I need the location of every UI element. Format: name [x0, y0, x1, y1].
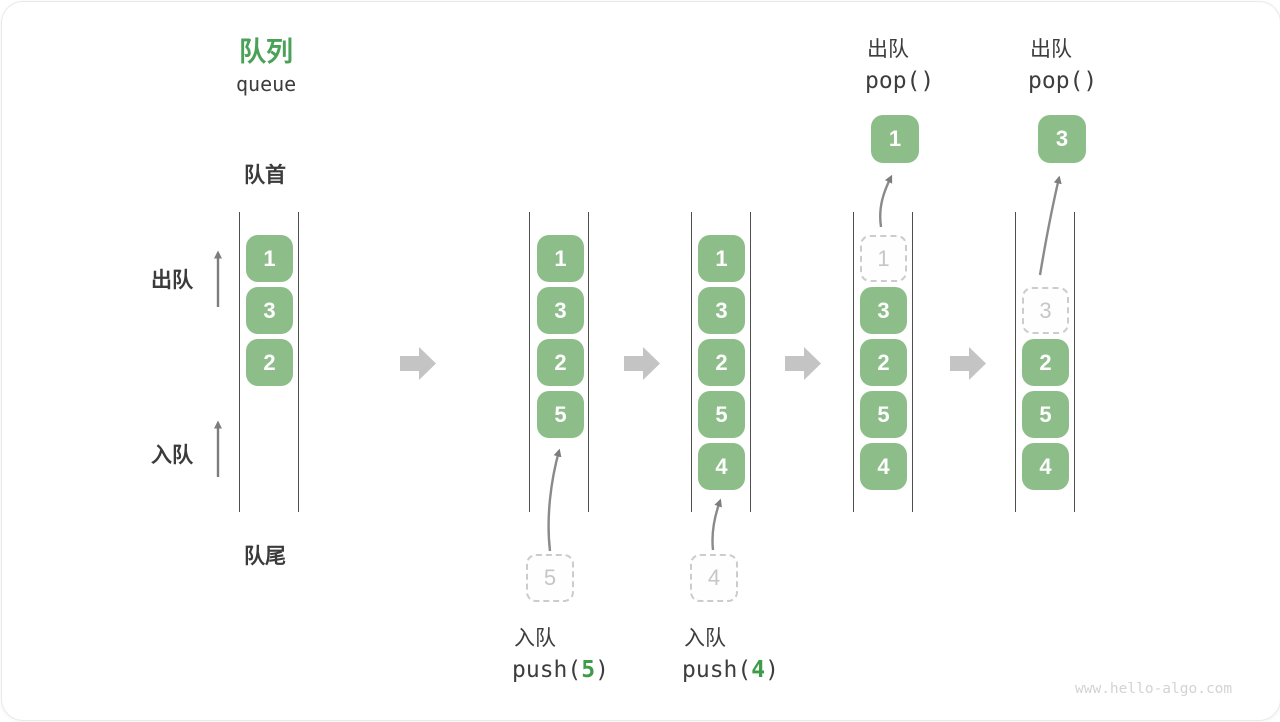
queue-element: 3	[860, 287, 907, 334]
page-subtitle: queue	[236, 72, 297, 96]
ghost-element: 1	[860, 235, 907, 282]
queue-element: 4	[1022, 443, 1069, 490]
queue-element: 2	[537, 339, 584, 386]
queue-element: 3	[537, 287, 584, 334]
site-watermark: www.hello-algo.com	[1075, 681, 1233, 697]
queue-element: 2	[860, 339, 907, 386]
queue-rear-label: 队尾	[244, 545, 286, 568]
pending-element: 5	[526, 554, 574, 602]
queue-channel-state5	[1015, 212, 1075, 512]
dequeue-op-label: 出队	[867, 38, 909, 61]
pop-code-label: pop()	[1028, 68, 1098, 94]
queue-channel-state4	[853, 212, 913, 512]
pending-element: 4	[690, 554, 738, 602]
queue-element: 5	[860, 391, 907, 438]
enqueue-op-label: 入队	[684, 627, 726, 650]
queue-front-label: 队首	[244, 164, 286, 187]
step-arrow-4	[950, 347, 986, 380]
code-arg: 5	[581, 657, 596, 683]
code-text: )	[765, 657, 779, 683]
queue-element: 5	[698, 391, 745, 438]
pop-code-label: pop()	[865, 68, 935, 94]
step-arrow-1	[400, 347, 436, 380]
queue-element: 2	[246, 339, 293, 386]
push5-code-label: push(5)	[512, 657, 609, 683]
step-arrow-3	[785, 347, 821, 380]
queue-element: 5	[1022, 391, 1069, 438]
enqueue-op-label: 入队	[514, 627, 556, 650]
code-text: push(	[512, 657, 582, 683]
queue-element: 4	[698, 443, 745, 490]
queue-channel-state1	[239, 212, 299, 512]
queue-element: 2	[698, 339, 745, 386]
popped-element: 1	[871, 115, 919, 163]
queue-element: 3	[246, 287, 293, 334]
popped-element: 3	[1038, 115, 1086, 163]
dequeue-op-label: 出队	[1030, 38, 1072, 61]
enqueue-side-label: 入队	[151, 444, 193, 467]
code-arg: 4	[751, 657, 766, 683]
queue-element: 1	[698, 235, 745, 282]
queue-element: 1	[246, 235, 293, 282]
queue-channel-state3	[691, 212, 751, 512]
ghost-element: 3	[1022, 287, 1069, 334]
push4-code-label: push(4)	[682, 657, 779, 683]
step-arrow-2	[624, 347, 660, 380]
queue-element: 2	[1022, 339, 1069, 386]
queue-element: 5	[537, 391, 584, 438]
dequeue-side-label: 出队	[151, 269, 193, 292]
queue-channel-state2	[529, 212, 589, 512]
code-text: )	[595, 657, 609, 683]
code-text: push(	[682, 657, 752, 683]
page-title: 队列	[239, 37, 293, 67]
queue-element: 4	[860, 443, 907, 490]
queue-element: 1	[537, 235, 584, 282]
queue-element: 3	[698, 287, 745, 334]
